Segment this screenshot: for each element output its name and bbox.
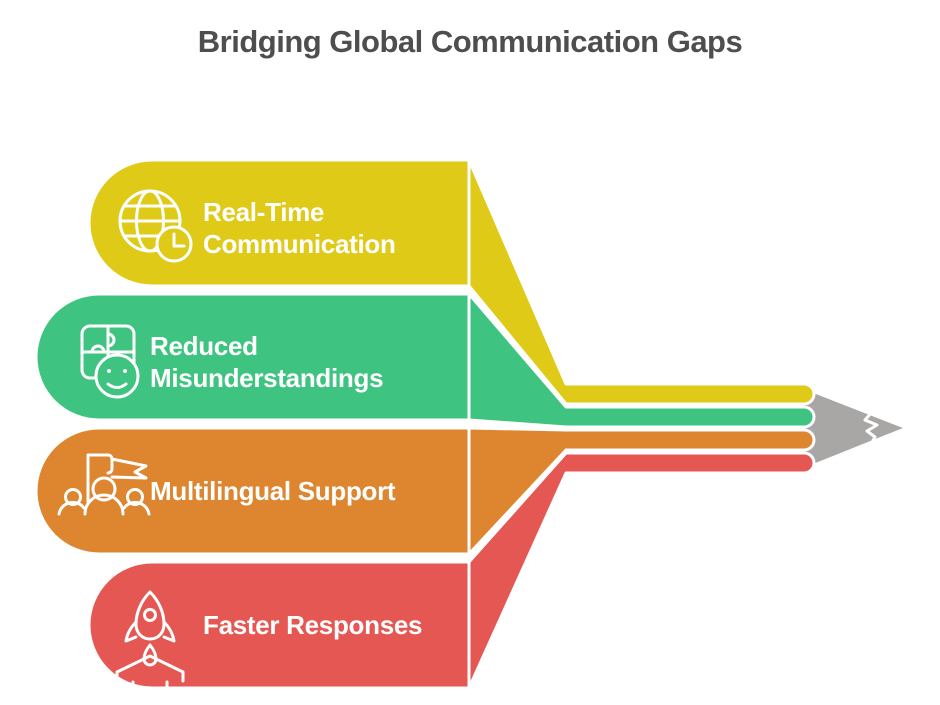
banner-label-faster: Faster Responses xyxy=(203,609,422,641)
flag-team-icon xyxy=(57,453,151,516)
label-line: Faster Responses xyxy=(203,610,423,640)
banner-label-misunderstandings: Reduced Misunderstandings xyxy=(150,330,384,394)
banner-label-multilingual: Multilingual Support xyxy=(150,475,396,507)
banner-wedge-stripe-multilingual xyxy=(467,426,816,556)
globe-clock-icon xyxy=(118,189,193,263)
banner-wedge-stripe-misunderstandings xyxy=(467,292,816,429)
page-title: Bridging Global Communication Gaps xyxy=(197,24,743,59)
banner-pill-misunderstandings xyxy=(34,292,471,422)
label-line: Reduced xyxy=(150,331,258,361)
label-line: Multilingual Support xyxy=(150,476,396,506)
puzzle-smiley-icon xyxy=(80,324,140,399)
banner-wedge-stripe-faster xyxy=(467,451,816,690)
pencil-tip xyxy=(800,385,909,472)
label-line: Real-Time xyxy=(203,197,325,227)
banner-label-real-time: Real-Time Communication xyxy=(203,196,396,260)
pencil-tip-zigzag xyxy=(863,410,879,446)
banner-pill-multilingual xyxy=(34,426,471,556)
banner-wedge-stripe-real-time xyxy=(467,158,816,406)
label-line: Communication xyxy=(203,229,396,259)
label-line: Misunderstandings xyxy=(150,363,384,393)
rocket-launch-icon xyxy=(115,590,185,692)
